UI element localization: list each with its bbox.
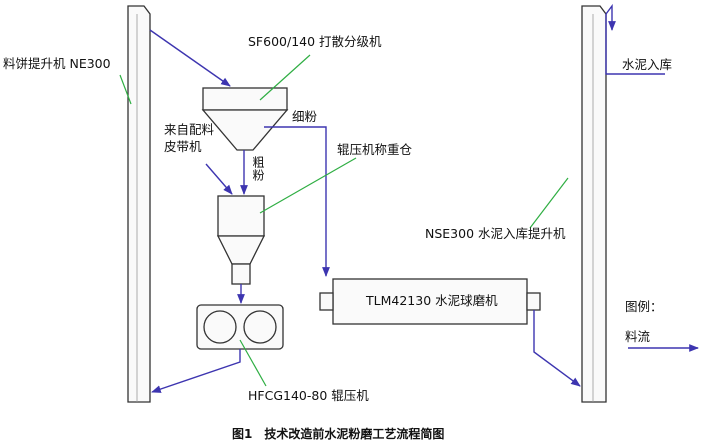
left-elevator-label: 料饼提升机 NE300 (3, 56, 111, 71)
material-flow (149, 3, 699, 393)
legend-title: 图例： (625, 299, 663, 314)
roller-press-label: HFCG140-80 辊压机 (248, 388, 369, 403)
fine-powder-label: 细粉 (292, 109, 318, 124)
right-elevator-label: NSE300 水泥入库提升机 (425, 226, 566, 241)
weigh-bin-label: 辊压机称重仓 (337, 142, 413, 157)
ball-mill-label: TLM42130 水泥球磨机 (366, 293, 498, 308)
coarse-powder-label: 粗粉 (251, 156, 265, 182)
roller-press-equipment (196, 304, 284, 350)
belt-conveyor-label-line1: 来自配料 (164, 122, 215, 137)
classifier-equipment (201, 87, 289, 151)
ball-mill-equipment (319, 278, 541, 325)
legend-item-label: 料流 (625, 329, 651, 344)
classifier-label: SF600/140 打散分级机 (248, 34, 382, 49)
weigh-bin-equipment (216, 195, 266, 285)
leader-lines (119, 54, 569, 387)
belt-conveyor-label-line2: 皮带机 (164, 139, 202, 154)
to-storage-label: 水泥入库 (622, 57, 673, 72)
left-elevator (127, 5, 151, 403)
right-elevator (581, 5, 607, 403)
figure-caption: 图1 技术改造前水泥粉磨工艺流程简图 (232, 427, 445, 441)
